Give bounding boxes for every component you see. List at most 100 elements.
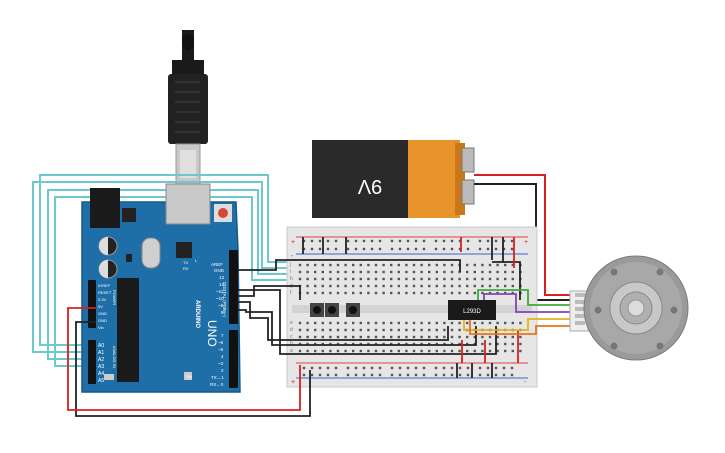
breadboard-hole[interactable]	[443, 328, 446, 332]
breadboard-hole[interactable]	[374, 335, 378, 339]
breadboard-hole[interactable]	[494, 239, 498, 243]
breadboard-hole[interactable]	[488, 270, 492, 274]
breadboard-hole[interactable]	[390, 239, 394, 243]
breadboard-hole[interactable]	[344, 328, 347, 332]
breadboard-hole[interactable]	[428, 349, 431, 353]
breadboard-hole[interactable]	[374, 270, 378, 274]
breadboard-hole[interactable]	[496, 284, 499, 288]
breadboard-hole[interactable]	[359, 349, 362, 353]
breadboard-hole[interactable]	[336, 321, 340, 325]
breadboard-hole[interactable]	[450, 321, 454, 325]
breadboard-hole[interactable]	[412, 291, 416, 295]
breadboard-hole[interactable]	[443, 270, 446, 274]
breadboard-hole[interactable]	[406, 373, 410, 377]
breadboard-hole[interactable]	[314, 284, 317, 288]
breadboard-hole[interactable]	[374, 342, 378, 346]
breadboard-hole[interactable]	[443, 277, 446, 281]
breadboard-hole[interactable]	[374, 321, 378, 325]
breadboard-hole[interactable]	[488, 335, 492, 339]
pushbutton-1[interactable]	[310, 303, 324, 317]
breadboard-hole[interactable]	[405, 349, 408, 353]
breadboard-hole[interactable]	[306, 263, 309, 267]
breadboard-hole[interactable]	[367, 328, 370, 332]
breadboard-hole[interactable]	[378, 373, 382, 377]
breadboard-hole[interactable]	[352, 284, 355, 288]
breadboard-hole[interactable]	[329, 321, 332, 325]
breadboard-hole[interactable]	[334, 366, 338, 370]
breadboard-hole[interactable]	[488, 284, 492, 288]
breadboard-hole[interactable]	[428, 321, 431, 325]
breadboard-hole[interactable]	[496, 335, 499, 339]
breadboard-hole[interactable]	[473, 342, 476, 346]
breadboard-hole[interactable]	[478, 373, 482, 377]
breadboard-hole[interactable]	[504, 342, 507, 346]
breadboard-hole[interactable]	[434, 239, 438, 243]
breadboard-hole[interactable]	[420, 284, 423, 288]
breadboard-hole[interactable]	[458, 321, 461, 325]
breadboard-hole[interactable]	[511, 349, 514, 353]
motor-wire-purple[interactable]	[483, 293, 572, 313]
breadboard-hole[interactable]	[306, 270, 309, 274]
breadboard-hole[interactable]	[502, 239, 506, 243]
breadboard-hole[interactable]	[511, 263, 514, 267]
breadboard-hole[interactable]	[367, 349, 370, 353]
breadboard-hole[interactable]	[428, 291, 431, 295]
breadboard-hole[interactable]	[352, 291, 355, 295]
breadboard-hole[interactable]	[458, 335, 461, 339]
breadboard-hole[interactable]	[422, 366, 426, 370]
breadboard-hole[interactable]	[302, 373, 306, 377]
breadboard-hole[interactable]	[326, 247, 330, 251]
breadboard-hole[interactable]	[326, 366, 330, 370]
motor-wire-orange[interactable]	[469, 320, 572, 335]
breadboard-hole[interactable]	[306, 342, 309, 346]
breadboard-hole[interactable]	[344, 270, 347, 274]
motor-wire-yellow[interactable]	[463, 318, 572, 331]
breadboard-hole[interactable]	[405, 321, 408, 325]
breadboard-hole[interactable]	[336, 284, 340, 288]
breadboard-hole[interactable]	[458, 239, 462, 243]
breadboard-hole[interactable]	[306, 335, 309, 339]
breadboard-hole[interactable]	[488, 349, 492, 353]
breadboard-hole[interactable]	[370, 247, 374, 251]
breadboard-hole[interactable]	[306, 328, 309, 332]
breadboard-hole[interactable]	[390, 291, 393, 295]
breadboard-hole[interactable]	[450, 270, 454, 274]
breadboard-hole[interactable]	[428, 284, 431, 288]
breadboard-hole[interactable]	[412, 277, 416, 281]
breadboard-hole[interactable]	[326, 239, 330, 243]
breadboard-hole[interactable]	[397, 270, 400, 274]
pushbutton-2[interactable]	[325, 303, 339, 317]
breadboard-hole[interactable]	[405, 284, 408, 288]
breadboard-hole[interactable]	[390, 321, 393, 325]
breadboard-hole[interactable]	[314, 335, 317, 339]
breadboard-hole[interactable]	[352, 263, 355, 267]
breadboard-hole[interactable]	[435, 328, 438, 332]
breadboard-hole[interactable]	[473, 291, 476, 295]
breadboard-hole[interactable]	[494, 366, 498, 370]
breadboard-hole[interactable]	[310, 247, 314, 251]
breadboard-hole[interactable]	[466, 342, 469, 346]
breadboard-hole[interactable]	[466, 291, 469, 295]
breadboard-hole[interactable]	[405, 342, 408, 346]
breadboard-hole[interactable]	[298, 342, 302, 346]
breadboard-hole[interactable]	[397, 277, 400, 281]
breadboard-hole[interactable]	[481, 321, 484, 325]
arduino-uno-board[interactable]: ARDUINO UNO DIGITAL (PWM~) AREF GND 13 1…	[81, 183, 241, 393]
breadboard-hole[interactable]	[321, 349, 324, 353]
breadboard-hole[interactable]	[390, 284, 393, 288]
breadboard-hole[interactable]	[390, 342, 393, 346]
breadboard-hole[interactable]	[406, 366, 410, 370]
breadboard-hole[interactable]	[359, 270, 362, 274]
breadboard-hole[interactable]	[450, 373, 454, 377]
breadboard-hole[interactable]	[481, 291, 484, 295]
breadboard-hole[interactable]	[310, 239, 314, 243]
breadboard-hole[interactable]	[511, 291, 514, 295]
breadboard-hole[interactable]	[488, 263, 492, 267]
breadboard-hole[interactable]	[443, 284, 446, 288]
breadboard-hole[interactable]	[496, 321, 499, 325]
breadboard-hole[interactable]	[504, 291, 507, 295]
breadboard-hole[interactable]	[496, 342, 499, 346]
breadboard-hole[interactable]	[414, 366, 418, 370]
breadboard-hole[interactable]	[435, 291, 438, 295]
breadboard-hole[interactable]	[344, 284, 347, 288]
